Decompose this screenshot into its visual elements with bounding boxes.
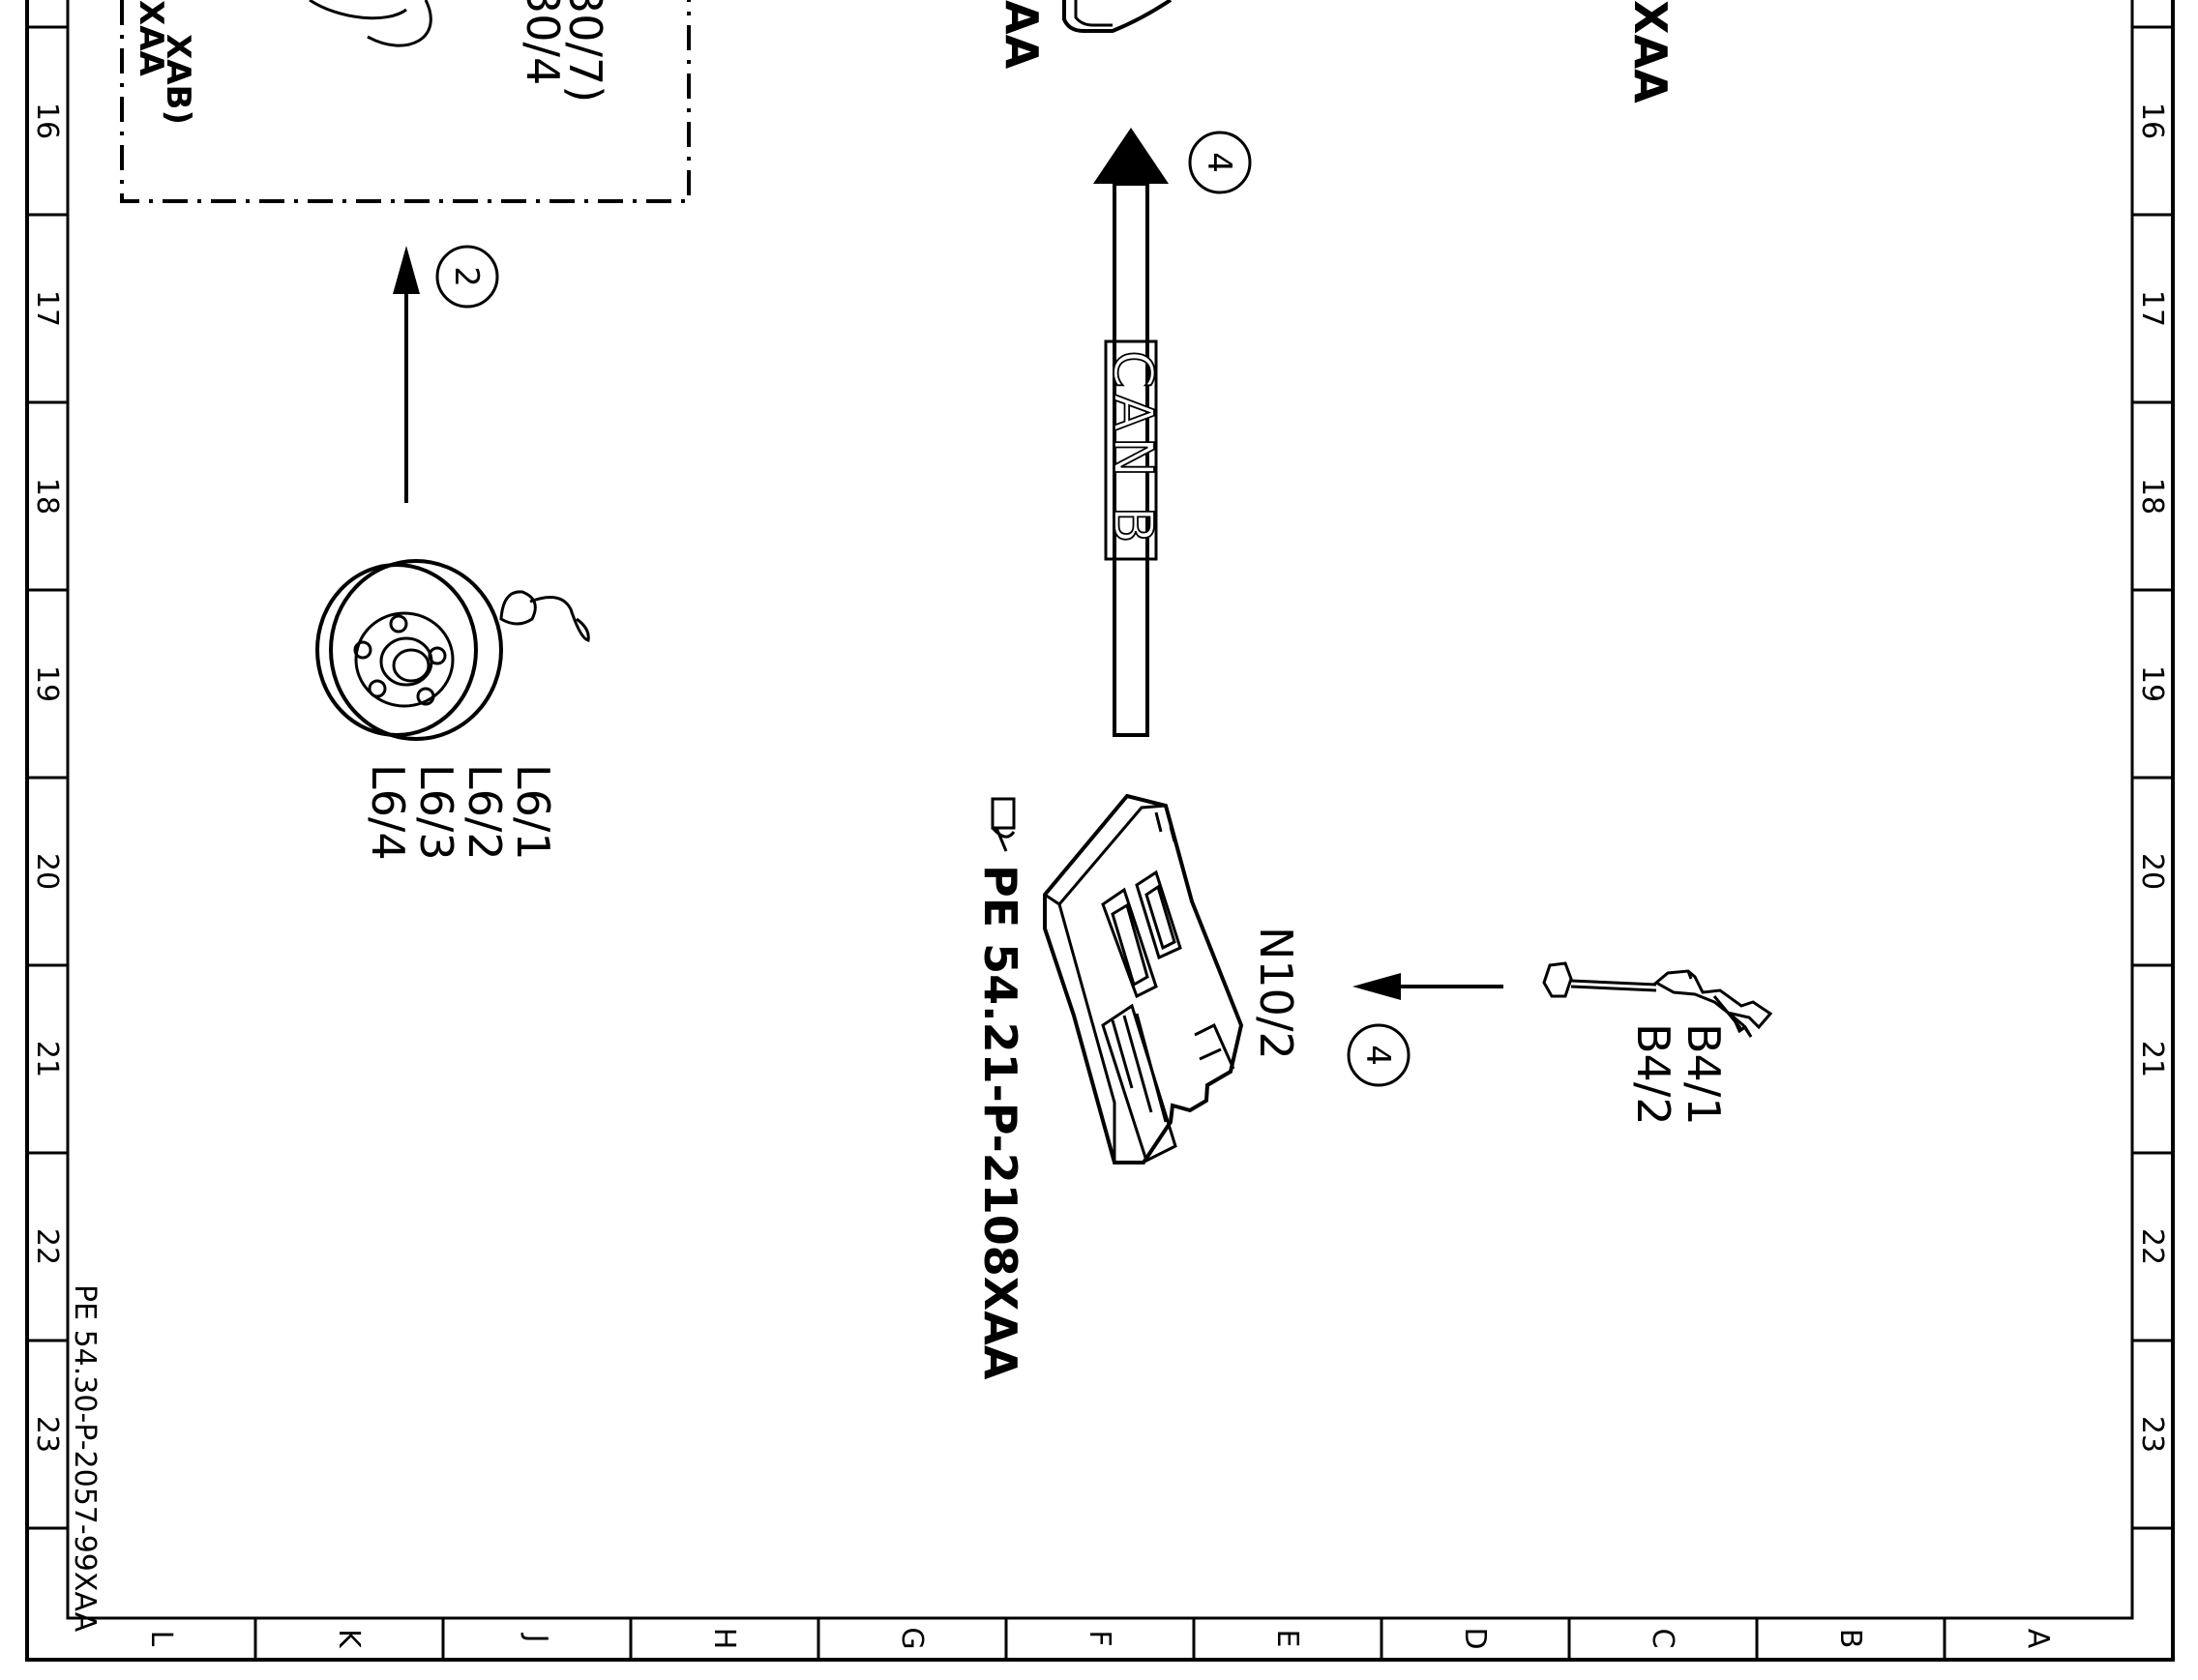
sensor-b4: B4/1B4/2 xyxy=(1542,961,1773,1126)
row-label: 17 xyxy=(2135,290,2169,327)
control-module-n10-2: N10/2 PE 54.21-P-2108XAA xyxy=(974,793,1302,1380)
callout-4-bottom-label: 4 xyxy=(1358,1045,1397,1066)
row-label: 21 xyxy=(2135,1041,2169,1077)
wheel-label: L6/1 xyxy=(507,764,559,861)
row-label: 18 xyxy=(30,478,64,515)
document-id: PE 54.30-P-2057-99XAA xyxy=(68,1284,102,1633)
row-label: 23 xyxy=(30,1416,64,1453)
row-label: 21 xyxy=(30,1041,64,1077)
column-label: B xyxy=(1833,1629,1867,1649)
module-reference: PE 54.21-P-2108XAA xyxy=(974,865,1026,1380)
row-label: 22 xyxy=(2135,1228,2169,1265)
top-left-text-1: XAA xyxy=(132,0,170,77)
row-label: 17 xyxy=(30,290,64,327)
module-label: N10/2 xyxy=(1250,927,1302,1060)
column-label: A xyxy=(2021,1629,2055,1649)
signal-arrow-4: 4 xyxy=(1347,973,1503,1087)
column-label: D xyxy=(1458,1627,1492,1649)
callout-2-label: 2 xyxy=(447,266,486,287)
row-label: 16 xyxy=(30,103,64,139)
column-label: H xyxy=(707,1628,741,1650)
row-label: 18 xyxy=(2135,478,2169,515)
wheel-speed-sensor-disc: L6/1L6/2L6/3L6/4 xyxy=(315,559,590,861)
sensor-label: B4/1 xyxy=(1678,1023,1730,1126)
top-left-text-2: XAB) xyxy=(159,34,197,125)
row-label: 19 xyxy=(30,665,64,702)
wheel-label: L6/3 xyxy=(410,764,462,861)
top-right-text: XAA xyxy=(1624,0,1677,103)
top-center-text: AA xyxy=(995,0,1048,70)
wheel-label: L6/2 xyxy=(459,764,511,861)
column-label: E xyxy=(1270,1630,1304,1648)
row-label: 20 xyxy=(2135,853,2169,890)
top-mid-text-2: 30/7) xyxy=(559,0,611,103)
top-module-partial: AA XAA xyxy=(995,0,1677,103)
can-b-label-box xyxy=(1104,339,1158,561)
can-b-label: CAN B xyxy=(1101,350,1164,549)
wheel-sensor-group-box: XAA XAB) 30/4 30/7) xyxy=(120,0,691,203)
column-label: K xyxy=(332,1629,366,1649)
column-label: F xyxy=(1083,1630,1116,1646)
row-label: 20 xyxy=(30,853,64,890)
column-label: J xyxy=(520,1633,553,1643)
pointing-hand-icon xyxy=(991,797,1016,852)
callout-4-top-label: 4 xyxy=(1200,152,1238,173)
document-id-box: PE 54.30-P-2057-99XAA xyxy=(68,1284,102,1633)
row-label: 19 xyxy=(2135,665,2169,702)
row-label: 16 xyxy=(2135,103,2169,139)
drawing-frame xyxy=(25,0,2175,1662)
callout-circle xyxy=(435,245,499,309)
top-mid-text-1: 30/4 xyxy=(517,0,569,85)
callout-circle xyxy=(1347,1023,1411,1087)
column-label: C xyxy=(1646,1629,1679,1649)
callout-circle xyxy=(1188,131,1252,194)
signal-arrow-2: 2 xyxy=(393,245,499,503)
row-label: 22 xyxy=(30,1228,64,1265)
wheel-label: L6/4 xyxy=(362,764,414,861)
column-label: G xyxy=(895,1627,929,1649)
row-labels: 16 16 17 17 18 18 19 19 20 20 21 21 22 22 23 23 xyxy=(30,103,2169,1453)
can-b-bus-arrow: CAN B 4 xyxy=(1093,128,1252,737)
row-label: 23 xyxy=(2135,1416,2169,1453)
column-label: L xyxy=(144,1631,178,1647)
sensor-label: B4/2 xyxy=(1627,1023,1679,1126)
